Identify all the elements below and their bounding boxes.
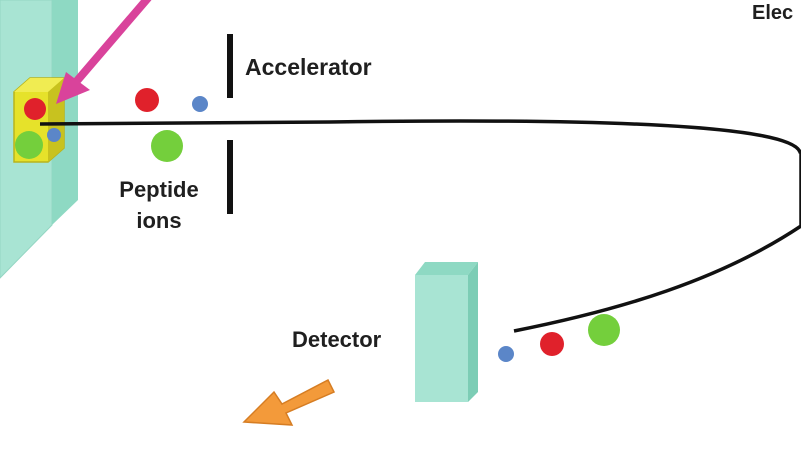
accelerator-label: Accelerator (245, 54, 372, 80)
ion-green (588, 314, 620, 346)
ion-red (135, 88, 159, 112)
peptide-ions-label-line1: Peptide (119, 177, 199, 202)
output-arrow (242, 378, 336, 426)
ion-red (540, 332, 564, 356)
accelerator-plate-bottom (227, 140, 233, 214)
detector-block (415, 262, 478, 402)
sample-spot (13, 77, 65, 163)
peptide-ions-label-line2: ions (136, 208, 182, 233)
detected-ions (498, 314, 620, 362)
peptide-ions (135, 88, 208, 162)
laser-arrow (56, 0, 152, 104)
electric-field-label-partial: Elec (752, 2, 794, 24)
peptide-ions-label: Peptide ions (104, 174, 214, 236)
accelerator-plate-top (227, 34, 233, 98)
detector-label: Detector (292, 327, 382, 352)
ion-blue (192, 96, 208, 112)
ion-blue (498, 346, 514, 362)
ion-flight-path (39, 119, 801, 333)
ion-green (151, 130, 183, 162)
